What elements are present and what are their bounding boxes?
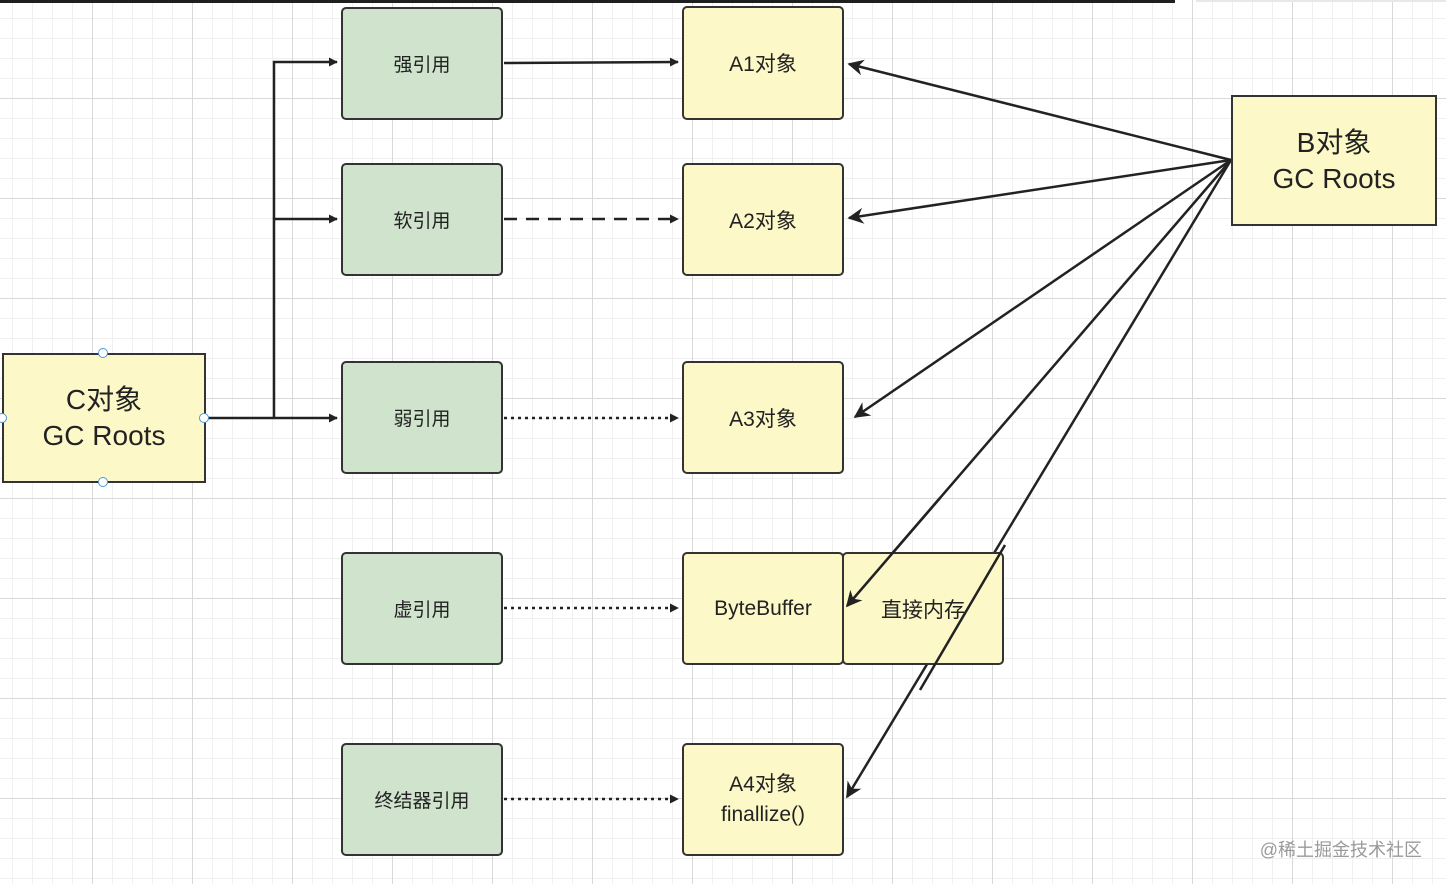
- soft-reference-node[interactable]: 软引用: [341, 163, 503, 276]
- b-root-title: B对象: [1296, 126, 1372, 158]
- strong-reference-node[interactable]: 强引用: [341, 7, 503, 120]
- direct-memory-node[interactable]: 直接内存: [842, 552, 1004, 665]
- c-root-title: C对象: [65, 384, 143, 415]
- a4-object-method: finallize(): [720, 802, 806, 826]
- a2-object-node[interactable]: A2对象: [682, 163, 844, 276]
- a3-object-label: A3对象: [729, 407, 797, 431]
- c-root-handle-right[interactable]: [199, 413, 209, 423]
- finalizer-reference-label: 终结器引用: [374, 791, 470, 812]
- c-to-soft-ref-edge: [272, 214, 338, 418]
- b-to-a1-edge: [847, 59, 1232, 162]
- strong-ref-edge: [503, 57, 679, 67]
- weak-reference-label: 弱引用: [393, 409, 451, 430]
- c-root-handle-top[interactable]: [98, 348, 108, 358]
- b-to-a4-edge: [845, 159, 1233, 799]
- strong-reference-label: 强引用: [393, 55, 451, 76]
- a1-object-node[interactable]: A1对象: [682, 6, 844, 120]
- a1-object-label: A1对象: [729, 53, 797, 76]
- c-root-handle-left[interactable]: [0, 413, 7, 423]
- b-gc-root-node[interactable]: B对象 GC Roots: [1231, 95, 1437, 226]
- top-border-line-right: [1196, 0, 1446, 2]
- watermark-text: @稀土掘金技术社区: [1259, 840, 1422, 860]
- direct-memory-label: 直接内存: [881, 598, 965, 622]
- c-root-subtitle: GC Roots: [42, 420, 166, 451]
- b-root-subtitle: GC Roots: [1272, 162, 1396, 194]
- a4-object-node[interactable]: A4对象 finallize(): [682, 743, 844, 856]
- bytebuffer-label: ByteBuffer: [714, 596, 812, 620]
- phantom-reference-label: 虚引用: [393, 600, 451, 621]
- bytebuffer-node[interactable]: ByteBuffer: [682, 552, 844, 665]
- a3-object-node[interactable]: A3对象: [682, 361, 844, 474]
- weak-reference-node[interactable]: 弱引用: [341, 361, 503, 474]
- reference-connectors: [503, 57, 679, 804]
- a4-object-title: A4对象: [729, 772, 797, 796]
- c-to-strong-ref-edge: [272, 57, 338, 219]
- c-root-handle-bottom[interactable]: [98, 477, 108, 487]
- a2-object-label: A2对象: [729, 209, 797, 233]
- finalizer-reference-node[interactable]: 终结器引用: [341, 743, 503, 856]
- b-root-connectors: [845, 59, 1233, 799]
- phantom-reference-node[interactable]: 虚引用: [341, 552, 503, 665]
- top-border-line: [0, 0, 1175, 3]
- c-gc-root-node[interactable]: C对象 GC Roots: [2, 353, 206, 483]
- soft-reference-label: 软引用: [393, 211, 451, 232]
- b-to-a3-edge: [853, 158, 1232, 419]
- b-to-a2-edge: [847, 158, 1232, 224]
- c-root-connectors: [207, 57, 338, 423]
